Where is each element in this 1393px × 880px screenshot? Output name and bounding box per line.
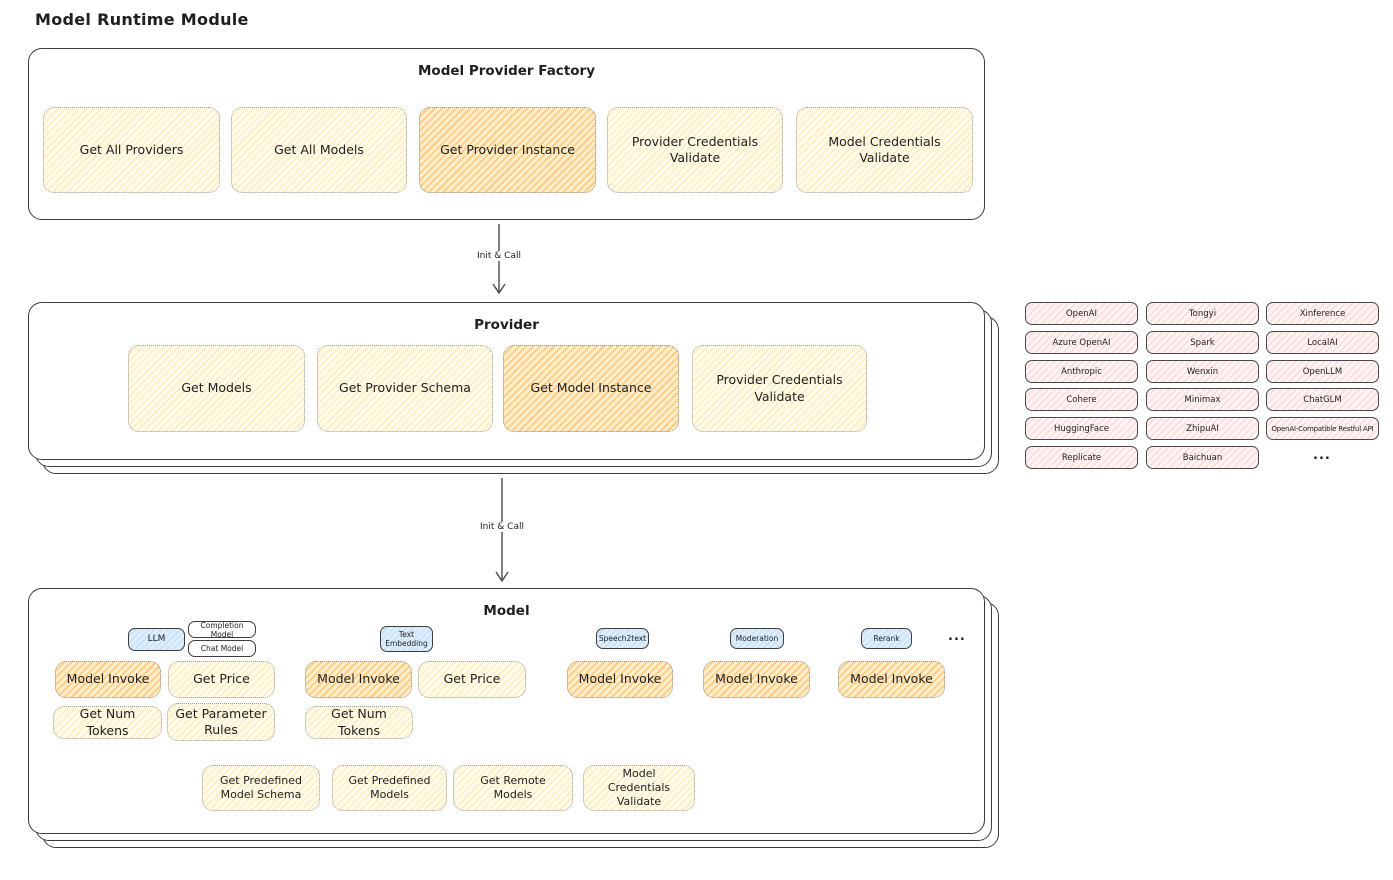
provider-spark: Spark: [1146, 331, 1259, 354]
provider-openai: OpenAI: [1025, 302, 1138, 325]
op-model-invoke-rerank: Model Invoke: [838, 661, 945, 698]
op-get-provider-instance: Get Provider Instance: [419, 107, 596, 193]
tag-rerank: Rerank: [861, 628, 912, 649]
provider-azure-openai: Azure OpenAI: [1025, 331, 1138, 354]
tag-moderation: Moderation: [730, 628, 784, 649]
op-model-invoke-llm: Model Invoke: [55, 661, 161, 698]
provider-cohere: Cohere: [1025, 388, 1138, 411]
op-provider-credentials-validate-2: Provider Credentials Validate: [692, 345, 867, 432]
op-get-predefined-model-schema: Get Predefined Model Schema: [202, 765, 320, 811]
op-get-provider-schema: Get Provider Schema: [317, 345, 493, 432]
op-model-credentials-validate-2: Model Credentials Validate: [583, 765, 695, 811]
provider-zhipuai: ZhipuAI: [1146, 417, 1259, 440]
provider-chatglm: ChatGLM: [1266, 388, 1379, 411]
op-get-remote-models: Get Remote Models: [453, 765, 573, 811]
model-title: Model: [483, 603, 530, 619]
tag-llm: LLM: [128, 628, 185, 651]
provider-xinference: Xinference: [1266, 302, 1379, 325]
tag-text-embedding: Text Embedding: [380, 626, 433, 652]
provider-minimax: Minimax: [1146, 388, 1259, 411]
tag-completion-model: Completion Model: [188, 621, 256, 639]
provider-replicate: Replicate: [1025, 446, 1138, 469]
tag-chat-model: Chat Model: [188, 640, 256, 657]
model-tags-ellipsis: ...: [948, 629, 966, 644]
op-get-predefined-models: Get Predefined Models: [332, 765, 447, 811]
op-model-credentials-validate: Model Credentials Validate: [796, 107, 973, 193]
provider-anthropic: Anthropic: [1025, 360, 1138, 383]
provider-localai: LocalAI: [1266, 331, 1379, 354]
op-get-all-providers: Get All Providers: [43, 107, 220, 193]
op-get-models: Get Models: [128, 345, 305, 432]
op-provider-credentials-validate: Provider Credentials Validate: [607, 107, 783, 193]
provider-huggingface: HuggingFace: [1025, 417, 1138, 440]
op-model-invoke-text-embedding: Model Invoke: [305, 661, 412, 698]
arrow-label-init-call-1: Init & Call: [473, 251, 525, 261]
provider-title: Provider: [474, 317, 539, 333]
page-title: Model Runtime Module: [35, 10, 249, 29]
provider-openllm: OpenLLM: [1266, 360, 1379, 383]
factory-title: Model Provider Factory: [417, 63, 596, 79]
provider-list-ellipsis: ...: [1313, 448, 1331, 463]
op-get-num-tokens-llm: Get Num Tokens: [53, 706, 162, 739]
op-model-invoke-speech2text: Model Invoke: [567, 661, 673, 698]
op-model-invoke-moderation: Model Invoke: [703, 661, 810, 698]
op-get-price-llm: Get Price: [168, 661, 275, 698]
op-get-parameter-rules: Get Parameter Rules: [167, 703, 275, 741]
op-get-model-instance: Get Model Instance: [503, 345, 679, 432]
op-get-num-tokens-text-embedding: Get Num Tokens: [305, 706, 413, 739]
op-get-price-text-embedding: Get Price: [418, 661, 526, 698]
provider-openai-compatible: OpenAI-Compatible Restful API: [1266, 417, 1379, 440]
arrow-label-init-call-2: Init & Call: [476, 522, 528, 532]
tag-speech2text: Speech2text: [596, 628, 649, 649]
provider-wenxin: Wenxin: [1146, 360, 1259, 383]
provider-tongyi: Tongyi: [1146, 302, 1259, 325]
op-get-all-models: Get All Models: [231, 107, 407, 193]
provider-baichuan: Baichuan: [1146, 446, 1259, 469]
